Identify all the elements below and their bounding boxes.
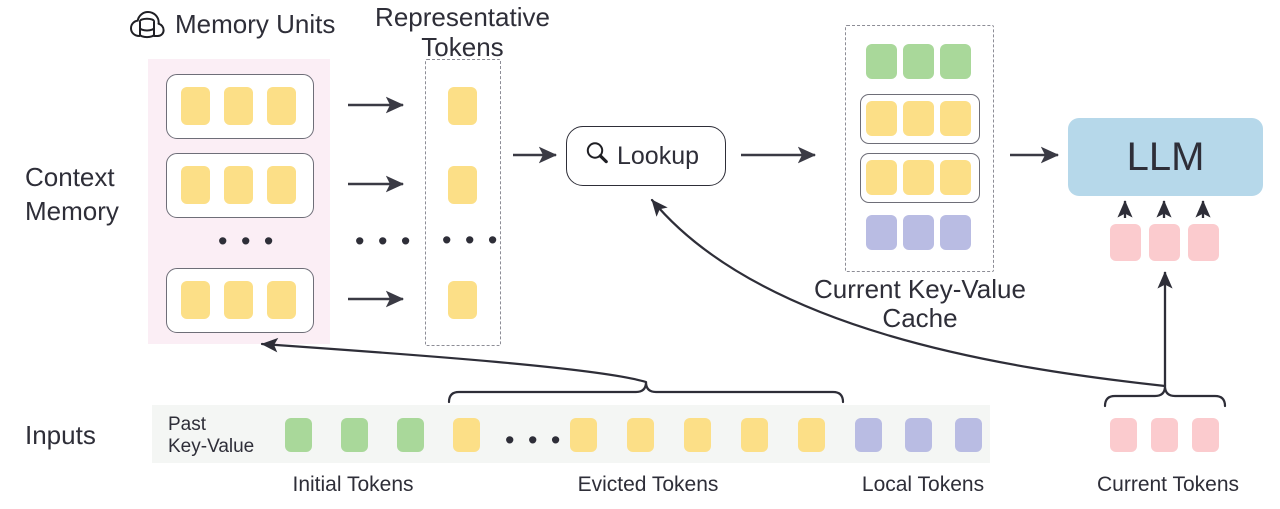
kv-token-yellow [940, 101, 971, 136]
input-token-evicted-1 [453, 418, 480, 452]
kv-token-purple [866, 215, 897, 250]
kv-token-yellow [903, 160, 934, 195]
initial-tokens-label: Initial Tokens [292, 473, 414, 496]
kv-token-yellow [866, 101, 897, 136]
memory-token [224, 87, 253, 125]
inputs-label: Inputs [25, 420, 96, 450]
representative-tokens-label-line1: Representative [375, 2, 550, 32]
context-memory-label-line1: Context [25, 162, 115, 192]
kv-token-green [940, 44, 971, 79]
memory-token [267, 281, 296, 319]
arrow-evicted-to-context-memory [260, 337, 648, 384]
memory-unit-2[interactable] [166, 153, 314, 218]
cloud-database-icon [129, 6, 165, 42]
search-icon [584, 140, 610, 173]
input-evicted-ellipsis: • • • [505, 425, 564, 455]
llm-input-token-1 [1110, 224, 1141, 261]
memory-unit-1[interactable] [166, 74, 314, 139]
lookup-content: Lookup [584, 140, 699, 173]
input-token-initial-2 [341, 418, 368, 452]
kv-token-purple [940, 215, 971, 250]
input-token-evicted-4 [684, 418, 711, 452]
representative-tokens-label-line2: Tokens [421, 32, 504, 62]
past-key-value-label-line1: Past [168, 414, 207, 435]
memory-unit-3[interactable] [166, 268, 314, 333]
representative-tokens-box: • • • [425, 59, 501, 346]
kv-token-green [903, 44, 934, 79]
representative-tokens-ellipsis: • • • [442, 225, 501, 255]
kv-cache-row-yellow-2 [860, 153, 980, 203]
kv-token-yellow [866, 160, 897, 195]
memory-token [181, 281, 210, 319]
kv-token-purple [903, 215, 934, 250]
input-token-evicted-3 [627, 418, 654, 452]
past-key-value-label-line2: Key-Value [168, 436, 255, 457]
llm-box[interactable]: LLM [1068, 118, 1263, 196]
memory-token [267, 166, 296, 204]
kv-token-green [866, 44, 897, 79]
representative-token-1 [448, 87, 477, 125]
memory-token [181, 166, 210, 204]
kv-cache-row-yellow-1 [860, 94, 980, 144]
input-token-initial-3 [397, 418, 424, 452]
current-kv-cache-label-line2: Cache [882, 303, 958, 333]
input-token-evicted-5 [741, 418, 768, 452]
memory-units-ellipsis: • • • [218, 226, 277, 256]
memory-token [267, 87, 296, 125]
current-kv-cache-label-line1: Current Key-Value [814, 274, 1026, 304]
context-memory-label-line2: Memory [25, 196, 119, 226]
kv-token-yellow [903, 101, 934, 136]
lookup-label: Lookup [617, 142, 700, 170]
brace-evicted-tokens [447, 381, 845, 404]
llm-input-token-2 [1149, 224, 1180, 261]
memory-units-label: Memory Units [175, 9, 336, 39]
memory-token [224, 166, 253, 204]
input-token-evicted-2 [570, 418, 597, 452]
memory-token [181, 87, 210, 125]
input-token-current-3 [1192, 418, 1219, 452]
input-token-local-2 [905, 418, 932, 452]
input-token-evicted-6 [798, 418, 825, 452]
lookup-button[interactable] [566, 126, 726, 186]
input-token-local-3 [955, 418, 982, 452]
arrow-column-ellipsis: • • • [355, 226, 414, 256]
input-token-local-1 [855, 418, 882, 452]
llm-input-token-3 [1188, 224, 1219, 261]
local-tokens-label: Local Tokens [861, 473, 985, 496]
brace-current-tokens [1103, 385, 1227, 408]
input-token-current-1 [1110, 418, 1137, 452]
representative-token-2 [448, 166, 477, 204]
input-token-current-2 [1151, 418, 1178, 452]
representative-token-3 [448, 281, 477, 319]
evicted-tokens-label: Evicted Tokens [577, 473, 719, 496]
kv-token-yellow [940, 160, 971, 195]
current-tokens-label: Current Tokens [1096, 473, 1240, 496]
memory-token [224, 281, 253, 319]
input-token-initial-1 [285, 418, 312, 452]
